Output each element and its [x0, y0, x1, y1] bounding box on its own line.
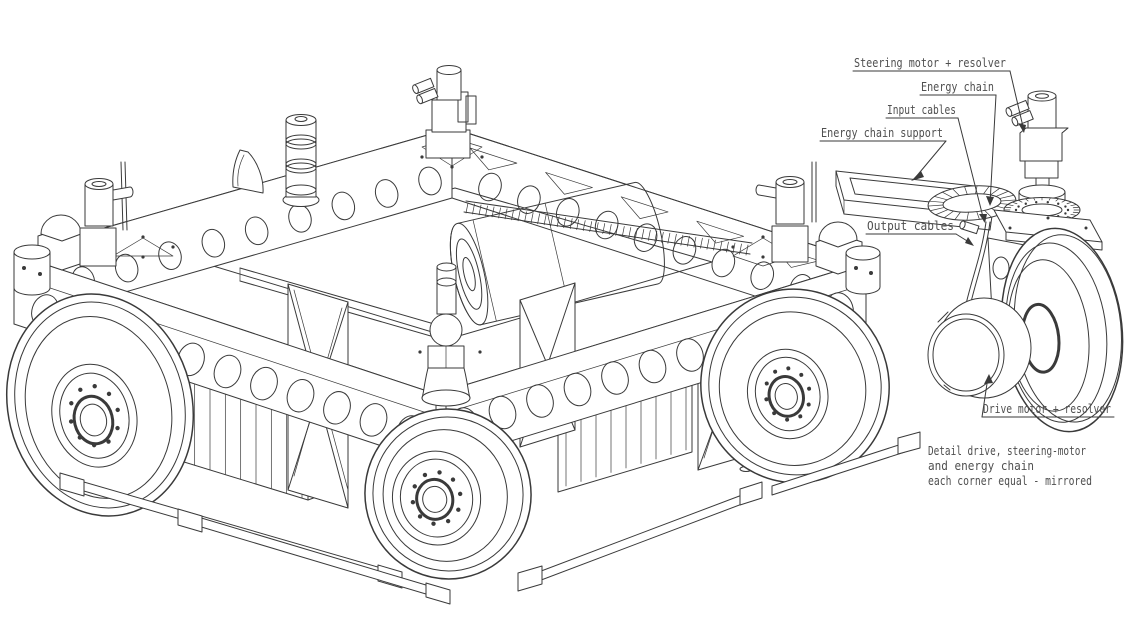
energy-chain-loop — [927, 185, 1017, 221]
callout-steering-motor-leader — [852, 70, 1026, 133]
callout-drive-motor-leader — [981, 374, 1115, 418]
bumper-cylinder-right — [845, 245, 881, 295]
sensor-post-right — [755, 161, 817, 263]
antenna-bracket — [232, 149, 264, 194]
callout-input-cables-leader — [885, 117, 987, 223]
callout-steering-motor-label: Steering motor + resolver — [854, 56, 1006, 70]
callout-energy-chain-leader — [919, 94, 997, 206]
sensor-post-left — [79, 161, 134, 267]
detail-caption-line-3: each corner equal - mirrored — [928, 474, 1092, 488]
detail-view: Steering motor + resolver Energy chain I… — [819, 56, 1124, 488]
skid-rail-right — [517, 481, 763, 592]
wheel-front-right — [700, 288, 890, 484]
callout-output-cables-label: Output cables — [867, 219, 954, 233]
steering-motor — [1005, 90, 1069, 210]
detail-caption-line-1: Detail drive, steering-motor — [928, 444, 1086, 458]
wheel-front-left — [5, 293, 195, 517]
chassis-drawing — [5, 65, 921, 605]
callout-energy-chain-label: Energy chain — [921, 80, 994, 94]
callout-labels: Steering motor + resolver Energy chain I… — [821, 56, 1111, 416]
bumper-cylinder-left — [13, 244, 51, 296]
wheel-front-center — [364, 408, 532, 580]
detail-caption-line-2: and energy chain — [928, 459, 1034, 473]
callout-energy-chain-support-label: Energy chain support — [821, 126, 943, 140]
detail-caption: Detail drive, steering-motor and energy … — [928, 444, 1092, 488]
sensor-post-front — [421, 262, 471, 415]
drive-motor — [927, 297, 1032, 399]
callout-drive-motor-label: Drive motor + resolver — [983, 402, 1111, 416]
sensor-post-back — [412, 65, 477, 159]
callout-output-cables-leader — [865, 233, 974, 246]
callout-energy-chain-support-leader — [819, 140, 947, 181]
callout-input-cables-label: Input cables — [887, 103, 956, 117]
callout-leaders — [819, 70, 1115, 418]
skid-rail-left-lower — [177, 508, 451, 605]
lidar-tower — [282, 114, 320, 207]
chassis-energy-chain-band — [463, 200, 753, 256]
skid-rail-far-right — [771, 431, 921, 496]
